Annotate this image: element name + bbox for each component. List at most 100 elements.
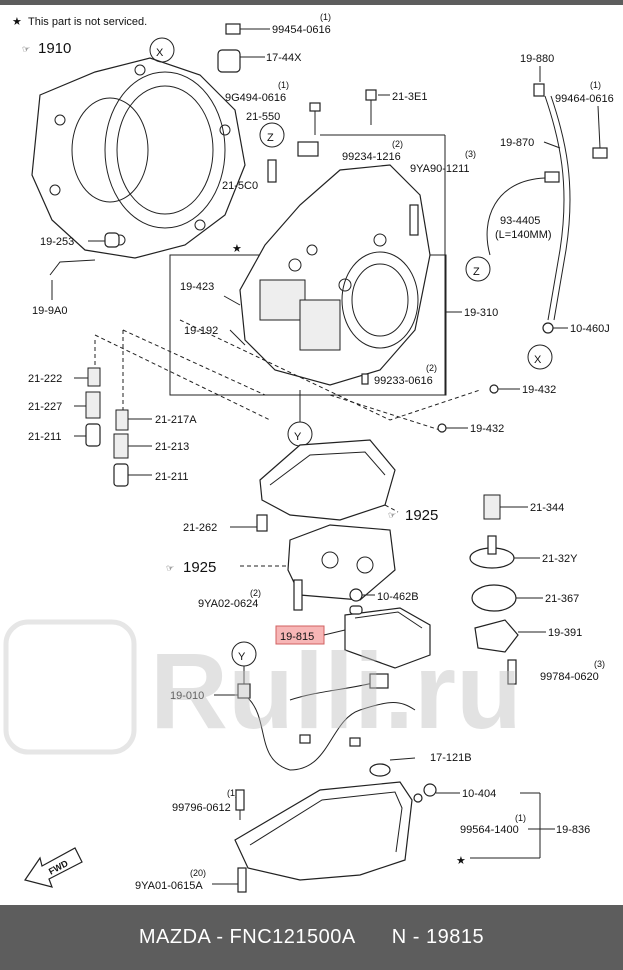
spring-21213	[113, 433, 129, 459]
label-10-462b: 10-462B	[377, 591, 419, 603]
label-19-310: 19-310	[464, 307, 498, 319]
separator-plate	[259, 439, 396, 521]
seal-10462b	[349, 588, 363, 602]
bolt-9ya02	[293, 579, 303, 611]
label-21-227: 21-227	[28, 401, 62, 413]
wire-harness	[247, 697, 416, 771]
label-19-880: 19-880	[520, 53, 554, 65]
sensor-21550	[297, 141, 319, 157]
label-99464-0616: 99464-0616	[555, 93, 614, 105]
label-19-192: 19-192	[184, 325, 218, 337]
spring-21344	[483, 494, 501, 520]
label-99796-qty: (1)	[227, 788, 238, 798]
label-21-262: 21-262	[183, 522, 217, 534]
oil-pan-19836	[234, 781, 413, 881]
label-1910: 1910	[38, 40, 71, 57]
not-serviced-note: This part is not serviced.	[28, 16, 147, 28]
label-99784-0620: 99784-0620	[540, 671, 599, 683]
oring-19432a	[489, 384, 499, 394]
bolt-99464	[592, 147, 608, 159]
watermark-text: Rulli.ru	[150, 630, 522, 751]
fwd-arrow-icon: FWD	[24, 847, 83, 888]
label-9ya90-1211: 9YA90-1211	[410, 163, 470, 175]
harness-connector	[369, 673, 389, 689]
not-serviced-star-case: ★	[232, 243, 242, 255]
spring-21217a	[115, 409, 129, 431]
plug-19253	[104, 232, 120, 248]
callout-z-top-text: Z	[267, 132, 274, 144]
control-valve-body	[287, 524, 396, 601]
label-9ya02-0624: 9YA02-0624	[198, 598, 258, 610]
bolt-99233	[361, 373, 369, 385]
label-19-253: 19-253	[40, 236, 74, 248]
callout-z-right-text: Z	[473, 266, 480, 278]
oring-10460j	[542, 322, 554, 334]
bolt-9g494	[309, 102, 321, 135]
label-99564-qty: (1)	[515, 813, 526, 823]
cover-19391	[474, 619, 519, 653]
label-19-432-b: 19-432	[470, 423, 504, 435]
callout-y-left-text: Y	[238, 651, 246, 663]
label-21-217a: 21-217A	[155, 414, 197, 426]
label-99564-1400: 99564-1400	[460, 824, 519, 836]
label-19-836: 19-836	[556, 824, 590, 836]
label-21-32y: 21-32Y	[542, 553, 578, 565]
label-17-121b: 17-121B	[430, 752, 472, 764]
label-99234-1216: 99234-1216	[342, 151, 401, 163]
callout-y-center-text: Y	[294, 431, 302, 443]
label-1925-b: 1925	[183, 559, 216, 576]
callout-x-top-text: X	[156, 47, 164, 59]
bolt-213e1	[365, 89, 390, 125]
spring-21222	[87, 367, 101, 387]
label-10-404: 10-404	[462, 788, 496, 800]
filter-21262	[256, 514, 268, 532]
label-21-222: 21-222	[28, 373, 62, 385]
bolt-99784	[507, 659, 517, 685]
top-bar	[0, 0, 623, 5]
oring-21367	[471, 584, 517, 612]
label-9ya90-qty: (3)	[465, 149, 476, 159]
label-19-9a0: 19-9A0	[32, 305, 67, 317]
ref-icon-1925b: ☞	[166, 563, 174, 573]
label-9g494-qty: (1)	[278, 80, 289, 90]
label-99233-0616: 99233-0616	[374, 375, 433, 387]
label-99454-0616: 99454-0616	[272, 24, 331, 36]
ref-icon-1925a: ☞	[388, 510, 396, 520]
drain-plug-99564	[423, 783, 437, 797]
star-icon: ★	[12, 16, 22, 28]
callout-x-top	[149, 37, 175, 63]
label-9ya02-qty: (2)	[250, 588, 261, 598]
callout-z-right	[465, 256, 491, 282]
label-17-44x: 17-44X	[266, 52, 302, 64]
transmission-case	[239, 164, 431, 386]
label-19-870: 19-870	[500, 137, 534, 149]
label-19-815[interactable]: 19-815	[280, 631, 314, 643]
ref-icon: ☞	[22, 44, 30, 54]
label-99464-qty: (1)	[590, 80, 601, 90]
footer-bar: MAZDA - FNC121500A N - 19815	[0, 905, 623, 970]
stud-9ya90	[409, 204, 419, 236]
magnet-17121b	[369, 763, 391, 777]
label-9g494-0616: 9G494-0616	[225, 92, 286, 104]
dipstick-tube	[544, 95, 565, 321]
label-19-423: 19-423	[180, 281, 214, 293]
not-serviced-star-pan: ★	[456, 855, 466, 867]
connector-19010	[237, 683, 251, 699]
label-99796-0612: 99796-0612	[172, 802, 231, 814]
label-21-3e1: 21-3E1	[392, 91, 427, 103]
label-99233-qty: (2)	[426, 363, 437, 373]
label-99784-qty: (3)	[594, 659, 605, 669]
label-99234-qty: (2)	[392, 139, 403, 149]
footer-reference: N - 19815	[391, 926, 485, 948]
oil-strainer-19815[interactable]	[344, 607, 431, 669]
converter-housing	[31, 57, 246, 259]
label-21-211-a: 21-211	[28, 431, 61, 443]
label-93-4405: 93-4405	[500, 215, 540, 227]
spring-21227	[85, 391, 101, 419]
label-93-4405-length: (L=140MM)	[495, 229, 552, 241]
label-19-391: 19-391	[548, 627, 582, 639]
label-10-460j: 10-460J	[570, 323, 610, 335]
label-21-5c0: 21-5C0	[222, 180, 258, 192]
label-99454-qty: (1)	[320, 12, 331, 22]
callout-z-top	[259, 122, 285, 148]
